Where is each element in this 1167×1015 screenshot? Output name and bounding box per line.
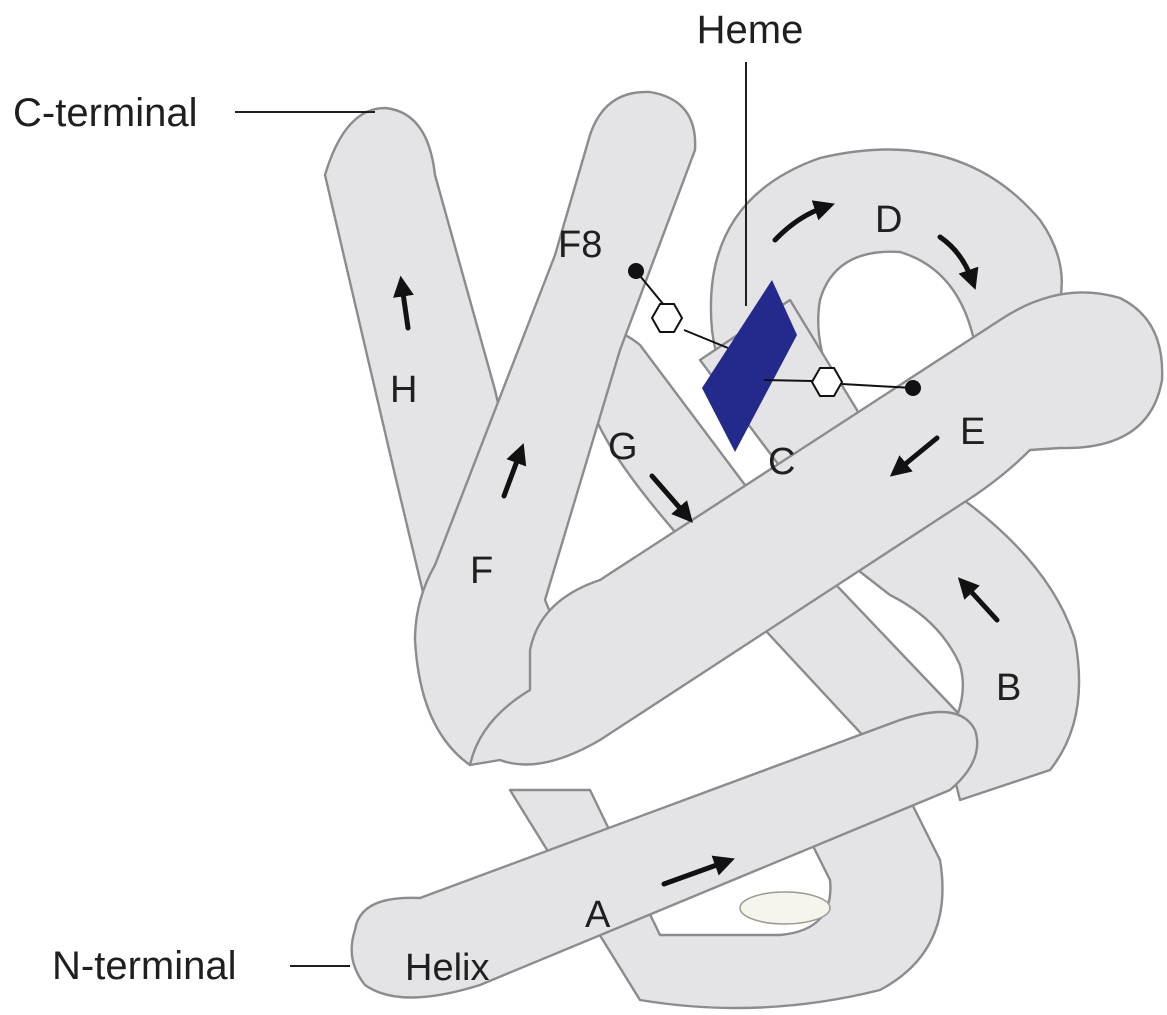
f8-residue-dot bbox=[628, 263, 644, 279]
helix-f-label: F bbox=[470, 550, 493, 592]
helix-word-label: Helix bbox=[405, 947, 489, 989]
e7-histidine-ring-icon bbox=[812, 368, 842, 396]
residue-f8-label: F8 bbox=[558, 224, 602, 266]
helix-c-label: C bbox=[768, 441, 795, 483]
f8-histidine-ring-icon bbox=[652, 304, 682, 332]
e7-bond-1 bbox=[764, 380, 812, 381]
n-terminal-label: N-terminal bbox=[52, 944, 236, 988]
c-terminal-label: C-terminal bbox=[13, 91, 197, 135]
helix-b-label: B bbox=[996, 667, 1021, 709]
helix-h-label: H bbox=[390, 369, 417, 411]
heme-label: Heme bbox=[697, 8, 804, 52]
e7-residue-dot bbox=[905, 380, 921, 396]
helix-g-label: G bbox=[608, 426, 638, 468]
helix-a-label: A bbox=[585, 894, 611, 936]
highlight-ellipse bbox=[740, 892, 830, 924]
helix-e-label: E bbox=[960, 411, 985, 453]
helix-d-label: D bbox=[875, 199, 902, 241]
